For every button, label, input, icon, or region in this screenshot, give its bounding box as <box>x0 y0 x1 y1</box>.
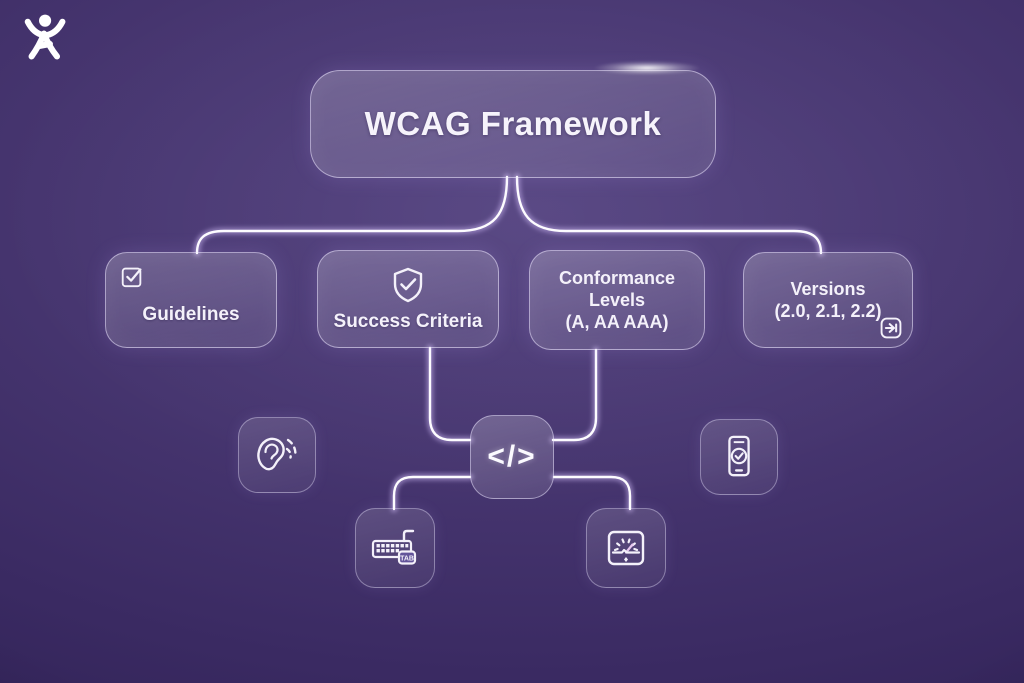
code-icon: </> <box>487 440 537 473</box>
node-label: Guidelines <box>142 304 240 325</box>
node-label-line: (A, AA AAA) <box>565 312 669 333</box>
node-label-line: Versions <box>790 278 866 299</box>
node-wcag-framework: WCAG Framework <box>310 70 716 178</box>
node-success-criteria: Success Criteria <box>317 250 499 348</box>
ear-hearing-icon <box>257 437 297 471</box>
node-label: Success Criteria <box>333 310 483 332</box>
node-code: </> <box>470 415 554 499</box>
wire-layer <box>195 175 823 511</box>
node-label-line: (2.0, 2.1, 2.2) <box>774 301 882 321</box>
tab-key-label: TAB <box>400 556 414 563</box>
gauge-meter-icon <box>607 530 645 566</box>
tile-keyboard: TAB <box>355 508 435 588</box>
phone-check-icon <box>728 435 750 477</box>
keyboard-tab-icon: TAB <box>371 529 417 565</box>
node-versions: Versions (2.0, 2.1, 2.2) <box>743 252 913 348</box>
shield-check-icon <box>393 267 423 302</box>
node-label-line: Levels <box>588 289 646 310</box>
node-conformance-levels: Conformance Levels (A, AA AAA) <box>529 250 705 350</box>
arrow-right-square-icon <box>880 317 902 339</box>
node-label-line: Conformance <box>558 267 675 288</box>
tile-mobile <box>700 419 778 495</box>
tile-hearing <box>238 417 316 493</box>
tile-gauge <box>586 508 666 588</box>
accessibility-person-logo <box>24 14 66 60</box>
checkbox-check-icon <box>121 267 142 288</box>
diagram-title: WCAG Framework <box>364 105 662 142</box>
node-guidelines: Guidelines <box>105 252 277 348</box>
